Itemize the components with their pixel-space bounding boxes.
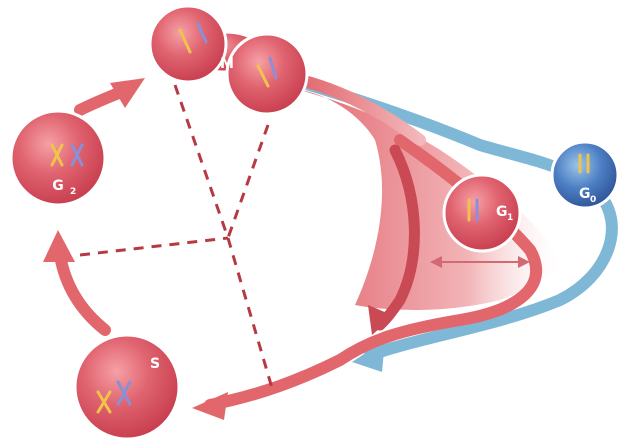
s-phase-cell: S xyxy=(75,335,179,439)
g2-phase-subscript: 2 xyxy=(70,187,76,197)
g0-phase-label: G xyxy=(579,186,591,202)
g1-phase-label: G xyxy=(496,204,508,220)
g2-phase-label: G xyxy=(52,178,64,194)
g0-phase-subscript: 0 xyxy=(590,195,596,205)
m-cell-right xyxy=(227,34,307,114)
g0-phase-cell: G 0 xyxy=(552,142,618,208)
g1-phase-cell: G 1 xyxy=(444,175,520,251)
s-phase-label: S xyxy=(150,356,160,372)
g1-phase-subscript: 1 xyxy=(507,213,513,223)
divider-m-left xyxy=(175,85,228,238)
divider-m-right xyxy=(228,125,268,238)
m-phase-label: M xyxy=(220,56,234,72)
divider-s xyxy=(228,238,272,388)
s-to-g2-arrowhead xyxy=(43,230,75,262)
s-entry-arrowhead xyxy=(192,392,228,420)
s-to-g2-arrow xyxy=(60,255,105,330)
g2-phase-cell: G 2 xyxy=(11,111,105,205)
m-phase-cell: M xyxy=(150,6,307,114)
divider-g2 xyxy=(80,238,228,255)
